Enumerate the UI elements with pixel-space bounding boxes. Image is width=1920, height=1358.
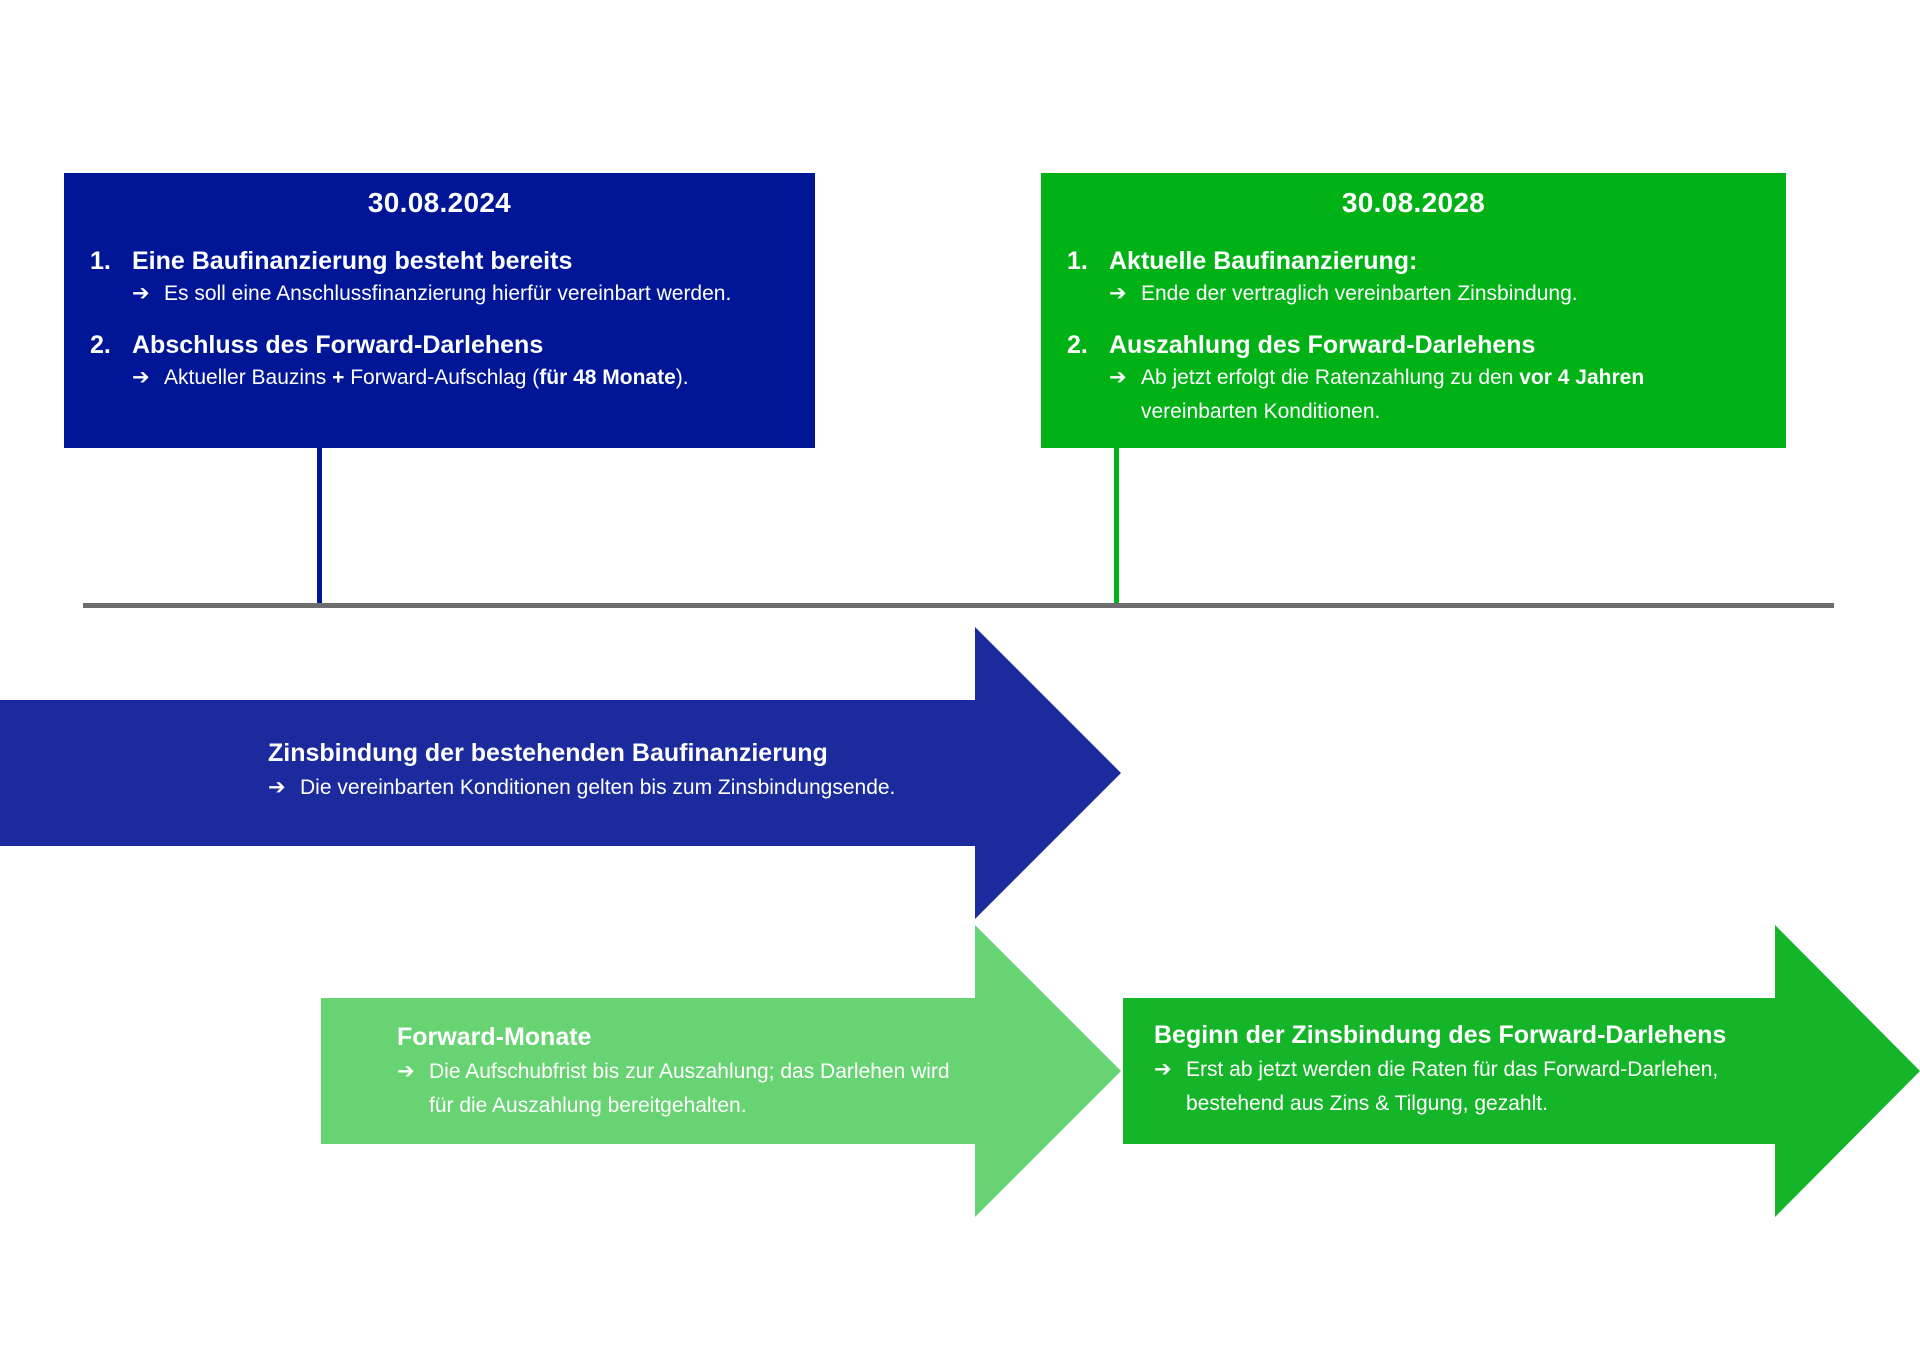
item-detail: Ab jetzt erfolgt die Ratenzahlung zu den… <box>1141 366 1645 423</box>
item-detail: Ende der vertraglich vereinbarten Zinsbi… <box>1141 282 1578 305</box>
item-number: 2. <box>90 331 111 359</box>
milestone-box-2024: 30.08.2024 1. Eine Baufinanzierung beste… <box>64 173 815 448</box>
item-title: Auszahlung des Forward-Darlehens <box>1109 331 1536 359</box>
arrow-title: Zinsbindung der bestehenden Baufinanzier… <box>268 739 828 767</box>
arrow-detail: Die vereinbarten Konditionen gelten bis … <box>300 776 896 799</box>
forward-fixed-rate-arrow <box>1123 925 1920 1217</box>
right-arrow-icon: ➔ <box>132 282 150 305</box>
item-title: Eine Baufinanzierung besteht bereits <box>132 247 573 275</box>
item-title: Abschluss des Forward-Darlehens <box>132 331 544 359</box>
right-arrow-icon: ➔ <box>1109 366 1127 389</box>
item-number: 2. <box>1067 331 1088 359</box>
milestone-item: 1. Eine Baufinanzierung besteht bereits … <box>90 245 789 311</box>
item-title: Aktuelle Baufinanzierung: <box>1109 247 1418 275</box>
forward-start-label: Beginn der Zinsbindung des Forward-Darle… <box>1154 1019 1794 1121</box>
existing-arrow-label: Zinsbindung der bestehenden Baufinanzier… <box>268 737 895 805</box>
right-arrow-icon: ➔ <box>397 1060 415 1083</box>
arrow-title: Beginn der Zinsbindung des Forward-Darle… <box>1154 1021 1727 1049</box>
arrow-title: Forward-Monate <box>397 1023 592 1051</box>
milestone-item: 1. Aktuelle Baufinanzierung: ➔ Ende der … <box>1067 245 1760 311</box>
item-number: 1. <box>90 247 111 275</box>
arrow-detail: Erst ab jetzt werden die Raten für das F… <box>1186 1058 1719 1115</box>
milestone-item: 2. Auszahlung des Forward-Darlehens ➔ Ab… <box>1067 329 1760 429</box>
milestone-connector-2028 <box>1114 448 1119 604</box>
forward-months-label: Forward-Monate ➔ Die Aufschubfrist bis z… <box>397 1021 987 1123</box>
existing-fixed-rate-arrow <box>0 627 1121 919</box>
forward-months-arrow <box>321 925 1121 1217</box>
item-detail: Aktueller Bauzins + Forward-Aufschlag (f… <box>164 366 689 389</box>
right-arrow-icon: ➔ <box>1154 1058 1172 1081</box>
arrow-detail: Die Aufschubfrist bis zur Auszahlung; da… <box>429 1060 950 1117</box>
milestone-date: 30.08.2024 <box>367 187 512 218</box>
milestone-date: 30.08.2028 <box>1341 187 1486 218</box>
right-arrow-icon: ➔ <box>132 366 150 389</box>
milestone-connector-2024 <box>317 448 322 604</box>
item-detail: Es soll eine Anschlussfinanzierung hierf… <box>164 282 732 305</box>
right-arrow-icon: ➔ <box>1109 282 1127 305</box>
milestone-box-2028: 30.08.2028 1. Aktuelle Baufinanzierung: … <box>1041 173 1786 448</box>
timeline-axis <box>83 603 1834 608</box>
milestone-item: 2. Abschluss des Forward-Darlehens ➔ Akt… <box>90 329 789 395</box>
right-arrow-icon: ➔ <box>268 776 286 799</box>
item-number: 1. <box>1067 247 1088 275</box>
